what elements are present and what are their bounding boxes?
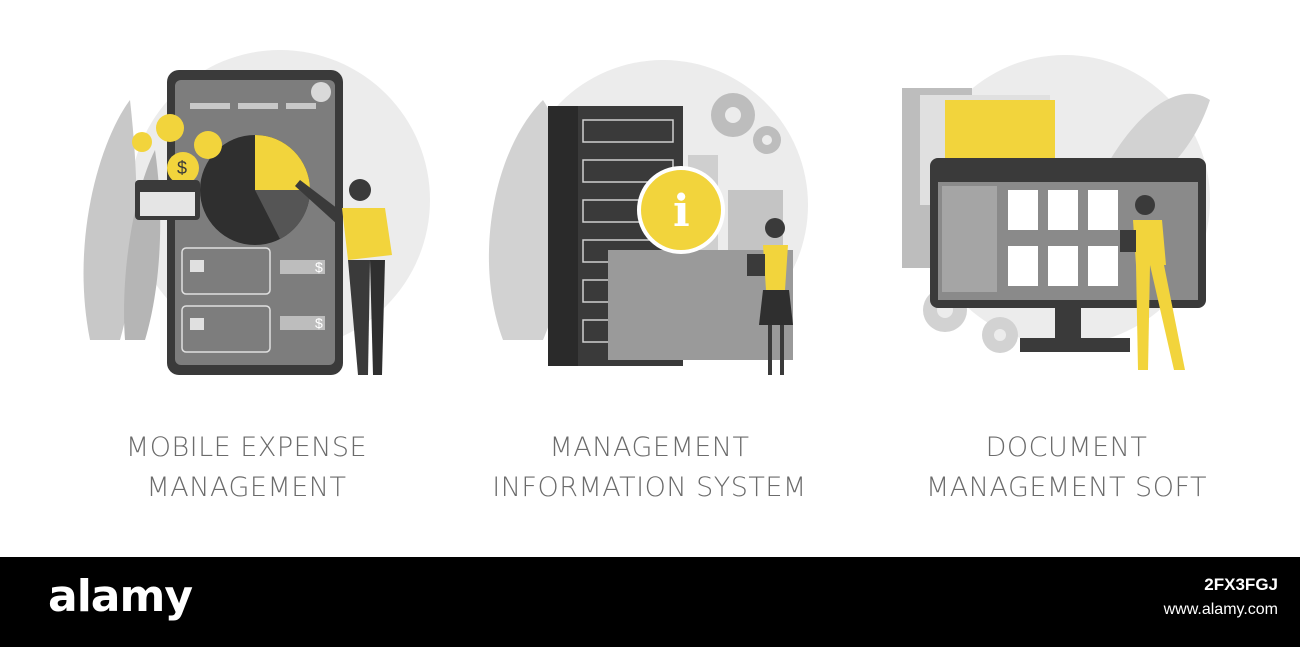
- caption-line: MANAGEMENT: [146, 472, 347, 503]
- mis-illustration: i: [488, 60, 808, 375]
- chart-file-icon: [1008, 190, 1038, 230]
- caption-line: MANAGEMENT: [549, 432, 750, 463]
- clipboard-icon: [747, 254, 765, 276]
- image-code: 2FX3FGJ: [1204, 575, 1278, 594]
- calendar-icon: [135, 180, 200, 220]
- panel-mis: i MANAGEMENT INFORMATION SYSTEM: [433, 0, 866, 557]
- brand-logo: alamy: [48, 571, 193, 622]
- file-grid: [1008, 190, 1118, 286]
- currency-symbol: $: [315, 315, 323, 331]
- caption-mobile-expense: MOBILE EXPENSE MANAGEMENT: [30, 428, 463, 508]
- credit-card-icon: [181, 247, 271, 295]
- person-figure: [747, 218, 793, 375]
- person-figure: [295, 179, 392, 375]
- spreadsheet-file-icon: [1048, 190, 1078, 230]
- caption-document: DOCUMENT MANAGEMENT SOFT: [850, 428, 1283, 508]
- panel-mobile-expense: $ $ $ MOBIL: [30, 0, 463, 557]
- gear-icon: [711, 93, 781, 154]
- video-file-icon: [1088, 246, 1118, 286]
- person-figure: [1120, 195, 1185, 370]
- credit-card-icon: [181, 305, 271, 353]
- caption-line: MOBILE EXPENSE: [125, 432, 368, 463]
- coin-symbol: $: [177, 158, 187, 178]
- caption-line: MANAGEMENT SOFT: [925, 472, 1207, 503]
- coins-icon: $: [132, 114, 222, 184]
- watermark-footer: alamy 2FX3FGJ www.alamy.com: [0, 557, 1300, 647]
- image-file-icon: [1088, 190, 1118, 230]
- mail-file-icon: [1048, 246, 1078, 286]
- site-url: www.alamy.com: [1163, 601, 1278, 618]
- info-glyph: i: [673, 186, 690, 237]
- info-icon: i: [637, 166, 725, 254]
- caption-line: DOCUMENT: [985, 432, 1148, 463]
- currency-symbol: $: [315, 259, 323, 275]
- text-file-icon: [1008, 246, 1038, 286]
- caption-mis: MANAGEMENT INFORMATION SYSTEM: [433, 428, 866, 508]
- avatar-icon: [311, 82, 331, 102]
- caption-line: INFORMATION SYSTEM: [492, 472, 807, 503]
- illustration-stage: $ $ $ MOBIL: [30, 0, 1283, 557]
- panel-document: DOCUMENT MANAGEMENT SOFT: [850, 0, 1283, 557]
- document-illustration: [902, 55, 1210, 370]
- mobile-expense-illustration: $ $ $: [83, 50, 430, 375]
- pie-chart-icon: [200, 135, 310, 245]
- clipboard-icon: [1120, 230, 1136, 252]
